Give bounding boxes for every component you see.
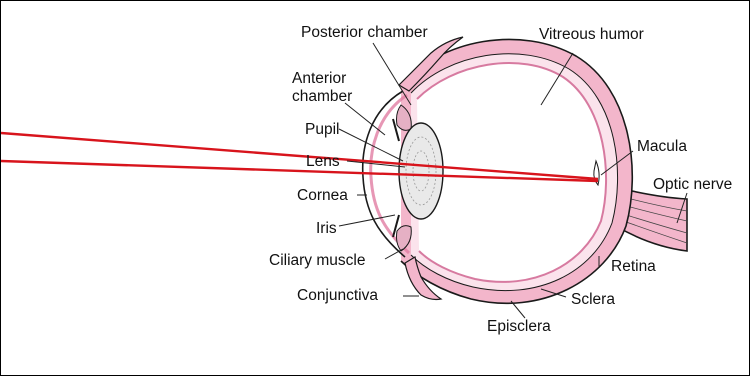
label-cornea: Cornea (297, 187, 348, 204)
label-ciliary-muscle: Ciliary muscle (269, 252, 365, 269)
label-posterior-chamber: Posterior chamber (301, 24, 428, 41)
label-episclera: Episclera (487, 318, 551, 335)
label-retina: Retina (611, 258, 656, 275)
label-anterior-chamber-line2: chamber (292, 88, 352, 105)
label-sclera: Sclera (571, 291, 615, 308)
label-conjunctiva: Conjunctiva (297, 287, 378, 304)
label-anterior-chamber-line1: Anterior (292, 70, 346, 87)
lens-shape (399, 123, 443, 219)
label-pupil: Pupil (305, 121, 339, 138)
label-optic-nerve: Optic nerve (653, 176, 732, 193)
label-vitreous-humor: Vitreous humor (539, 26, 644, 43)
label-macula: Macula (637, 138, 687, 155)
label-iris: Iris (316, 220, 337, 237)
label-lens: Lens (306, 153, 340, 170)
